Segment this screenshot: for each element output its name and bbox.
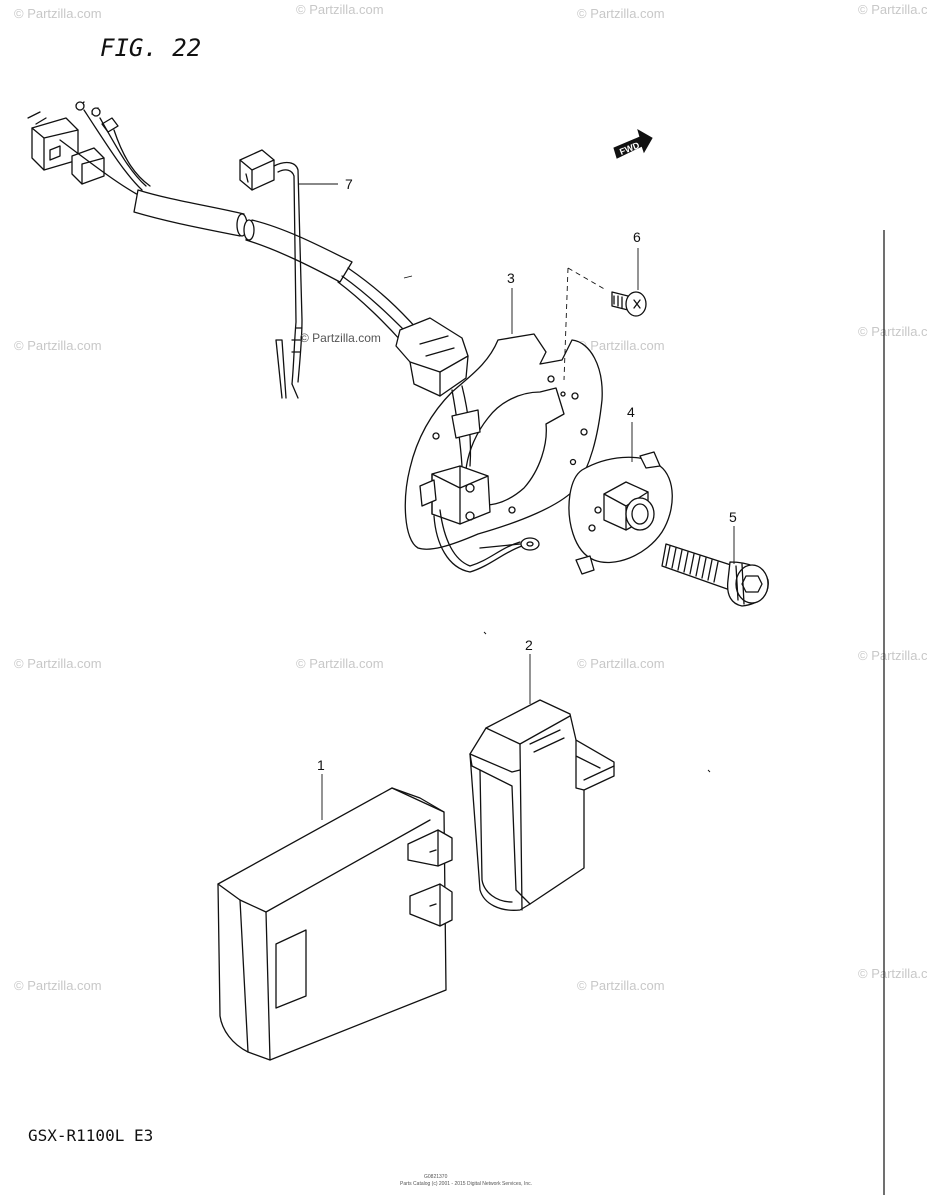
wire-harness (27, 101, 469, 397)
watermark: © Partzilla.com (577, 978, 665, 993)
callout-2: 2 (525, 637, 533, 653)
ignition-bracket (469, 699, 615, 911)
callout-3: 3 (507, 270, 515, 286)
figure-title: FIG. 22 (100, 34, 201, 62)
callout-5: 5 (729, 509, 737, 525)
forward-arrow-icon: FWD (613, 128, 653, 159)
inline-watermark: © Partzilla.com (300, 331, 381, 345)
stray-marks (403, 275, 711, 773)
alignment-line (563, 267, 607, 381)
watermark: © Partzilla.com (858, 324, 927, 339)
callout-6: 6 (633, 229, 641, 245)
watermark: © Partzilla.com (296, 656, 384, 671)
signal-generator-plate (404, 333, 603, 573)
watermark: © Partzilla.com (858, 966, 927, 981)
watermark: © Partzilla.com (577, 6, 665, 21)
ignitor-unit (217, 787, 453, 1061)
footer-code: G0821370 (424, 1174, 448, 1180)
bolt (661, 543, 769, 607)
watermark-layer: © Partzilla.com © Partzilla.com © Partzi… (14, 2, 927, 993)
watermark: © Partzilla.com (577, 656, 665, 671)
callout-1: 1 (317, 757, 325, 773)
cable-clamp (239, 149, 303, 399)
rotor (568, 451, 673, 575)
watermark: © Partzilla.com (296, 2, 384, 17)
watermark: © Partzilla.com (14, 6, 102, 21)
watermark: © Partzilla.com (14, 656, 102, 671)
watermark: © Partzilla.com (14, 978, 102, 993)
fwd-label: FWD (618, 140, 641, 157)
screw (611, 291, 647, 317)
watermark: © Partzilla.com (14, 338, 102, 353)
callout-4: 4 (627, 404, 635, 420)
watermark: © Partzilla.com (577, 338, 665, 353)
watermark: © Partzilla.com (858, 648, 927, 663)
watermark: © Partzilla.com (858, 2, 927, 17)
footer-copyright: Parts Catalog (c) 2001 - 2015 Digital Ne… (400, 1181, 532, 1187)
model-code: GSX-R1100L E3 (28, 1126, 153, 1145)
callout-7: 7 (345, 176, 353, 192)
